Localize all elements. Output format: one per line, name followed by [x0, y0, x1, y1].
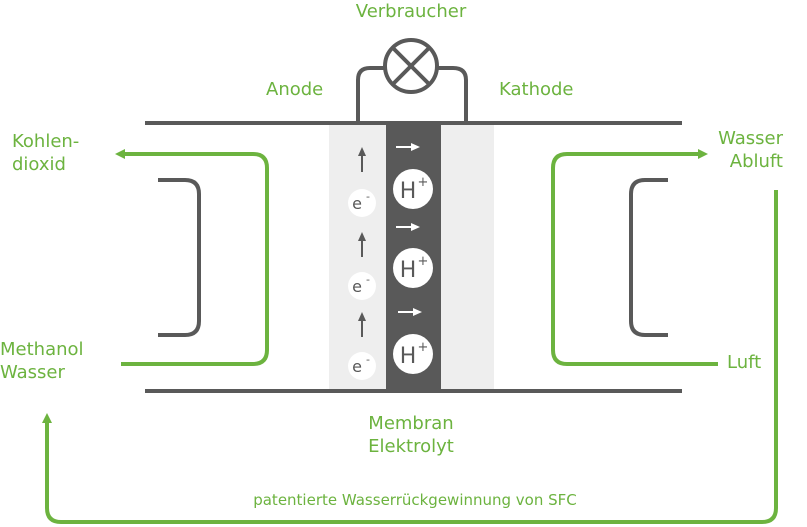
electron: e - — [348, 352, 376, 380]
proton-arrow-right-icon — [396, 223, 420, 231]
co2-label-line1: Kohlen- — [12, 131, 80, 152]
cathode-region — [441, 124, 494, 390]
electron-arrow-up-icon — [358, 147, 366, 172]
air-input-label: Luft — [727, 352, 762, 373]
methanol-water-input-label: Methanol Wasser — [0, 338, 84, 384]
water-recovery-arrow — [42, 190, 778, 524]
svg-text:-: - — [366, 273, 370, 286]
water-exhaust-label: Wasser Abluft — [718, 127, 783, 173]
anode-label: Anode — [266, 79, 324, 100]
proton: H + — [393, 248, 433, 288]
proton-arrow-right-icon — [396, 143, 420, 151]
water-exhaust-line1: Wasser — [718, 128, 783, 149]
water-recovery-caption: patentierte Wasserrückgewinnung von SFC — [253, 491, 577, 509]
water-exhaust-line2: Abluft — [729, 151, 783, 172]
svg-text:e: e — [352, 357, 362, 376]
anode-region — [329, 124, 386, 390]
cathode-flow-field — [629, 178, 668, 337]
proton: H + — [393, 169, 433, 209]
membrane-label-line1: Membran — [368, 413, 454, 434]
svg-text:H: H — [400, 258, 417, 283]
svg-text:-: - — [366, 190, 370, 203]
anode-flow-arrow — [115, 149, 269, 366]
methanol-input-line1: Methanol — [0, 339, 84, 360]
load-lamp-icon — [383, 38, 439, 94]
methanol-input-line2: Wasser — [0, 362, 65, 383]
cathode-label: Kathode — [499, 79, 574, 100]
co2-output-label: Kohlen- dioxid — [12, 130, 79, 176]
electron: e - — [348, 272, 376, 300]
load-label: Verbraucher — [355, 1, 467, 22]
svg-text:H: H — [400, 179, 417, 204]
electron-arrow-up-icon — [358, 232, 366, 257]
svg-text:+: + — [418, 254, 429, 269]
co2-label-line2: dioxid — [12, 154, 66, 175]
svg-text:+: + — [418, 175, 429, 190]
svg-text:+: + — [418, 340, 429, 355]
proton-arrow-right-icon — [398, 308, 422, 316]
svg-text:e: e — [352, 194, 362, 213]
electron: e - — [348, 189, 376, 217]
membrane-label-line2: Elektrolyt — [368, 436, 454, 457]
external-circuit-wire — [356, 66, 468, 123]
anode-flow-field — [158, 178, 201, 337]
svg-text:H: H — [400, 344, 417, 369]
cathode-flow-arrow — [551, 149, 718, 366]
svg-text:e: e — [352, 277, 362, 296]
membrane-label: Membran Elektrolyt — [330, 412, 492, 458]
proton: H + — [393, 334, 433, 374]
svg-text:-: - — [366, 353, 370, 366]
electron-arrow-up-icon — [358, 312, 366, 337]
